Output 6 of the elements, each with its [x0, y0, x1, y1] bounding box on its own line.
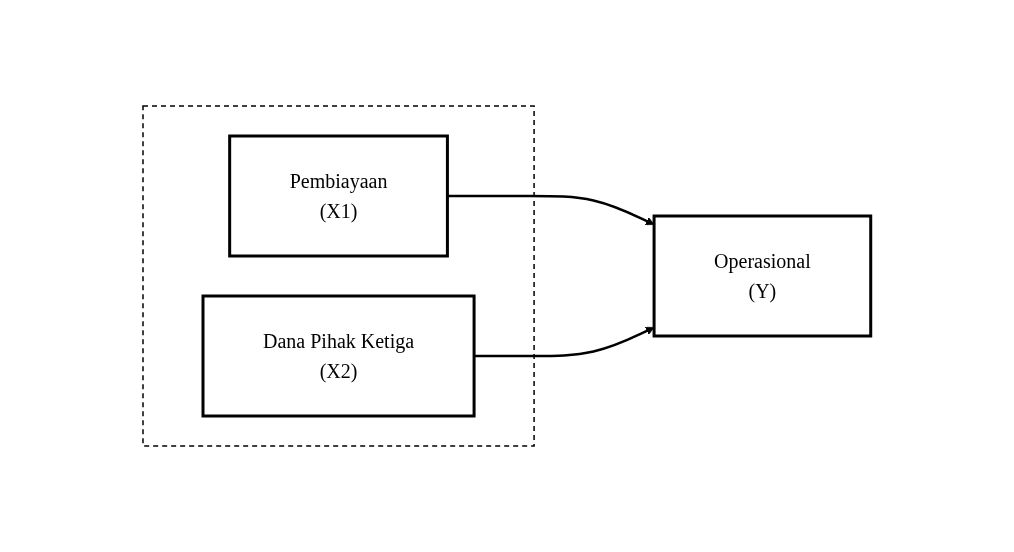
node-box: Operasional (Y): [652, 214, 873, 338]
node-box: Dana Pihak Ketiga (X2): [201, 294, 476, 418]
cluster: [142, 105, 535, 447]
arrow: [447, 194, 655, 226]
arrow: [474, 326, 655, 358]
node-box: Pembiayaan (X1): [228, 134, 450, 258]
